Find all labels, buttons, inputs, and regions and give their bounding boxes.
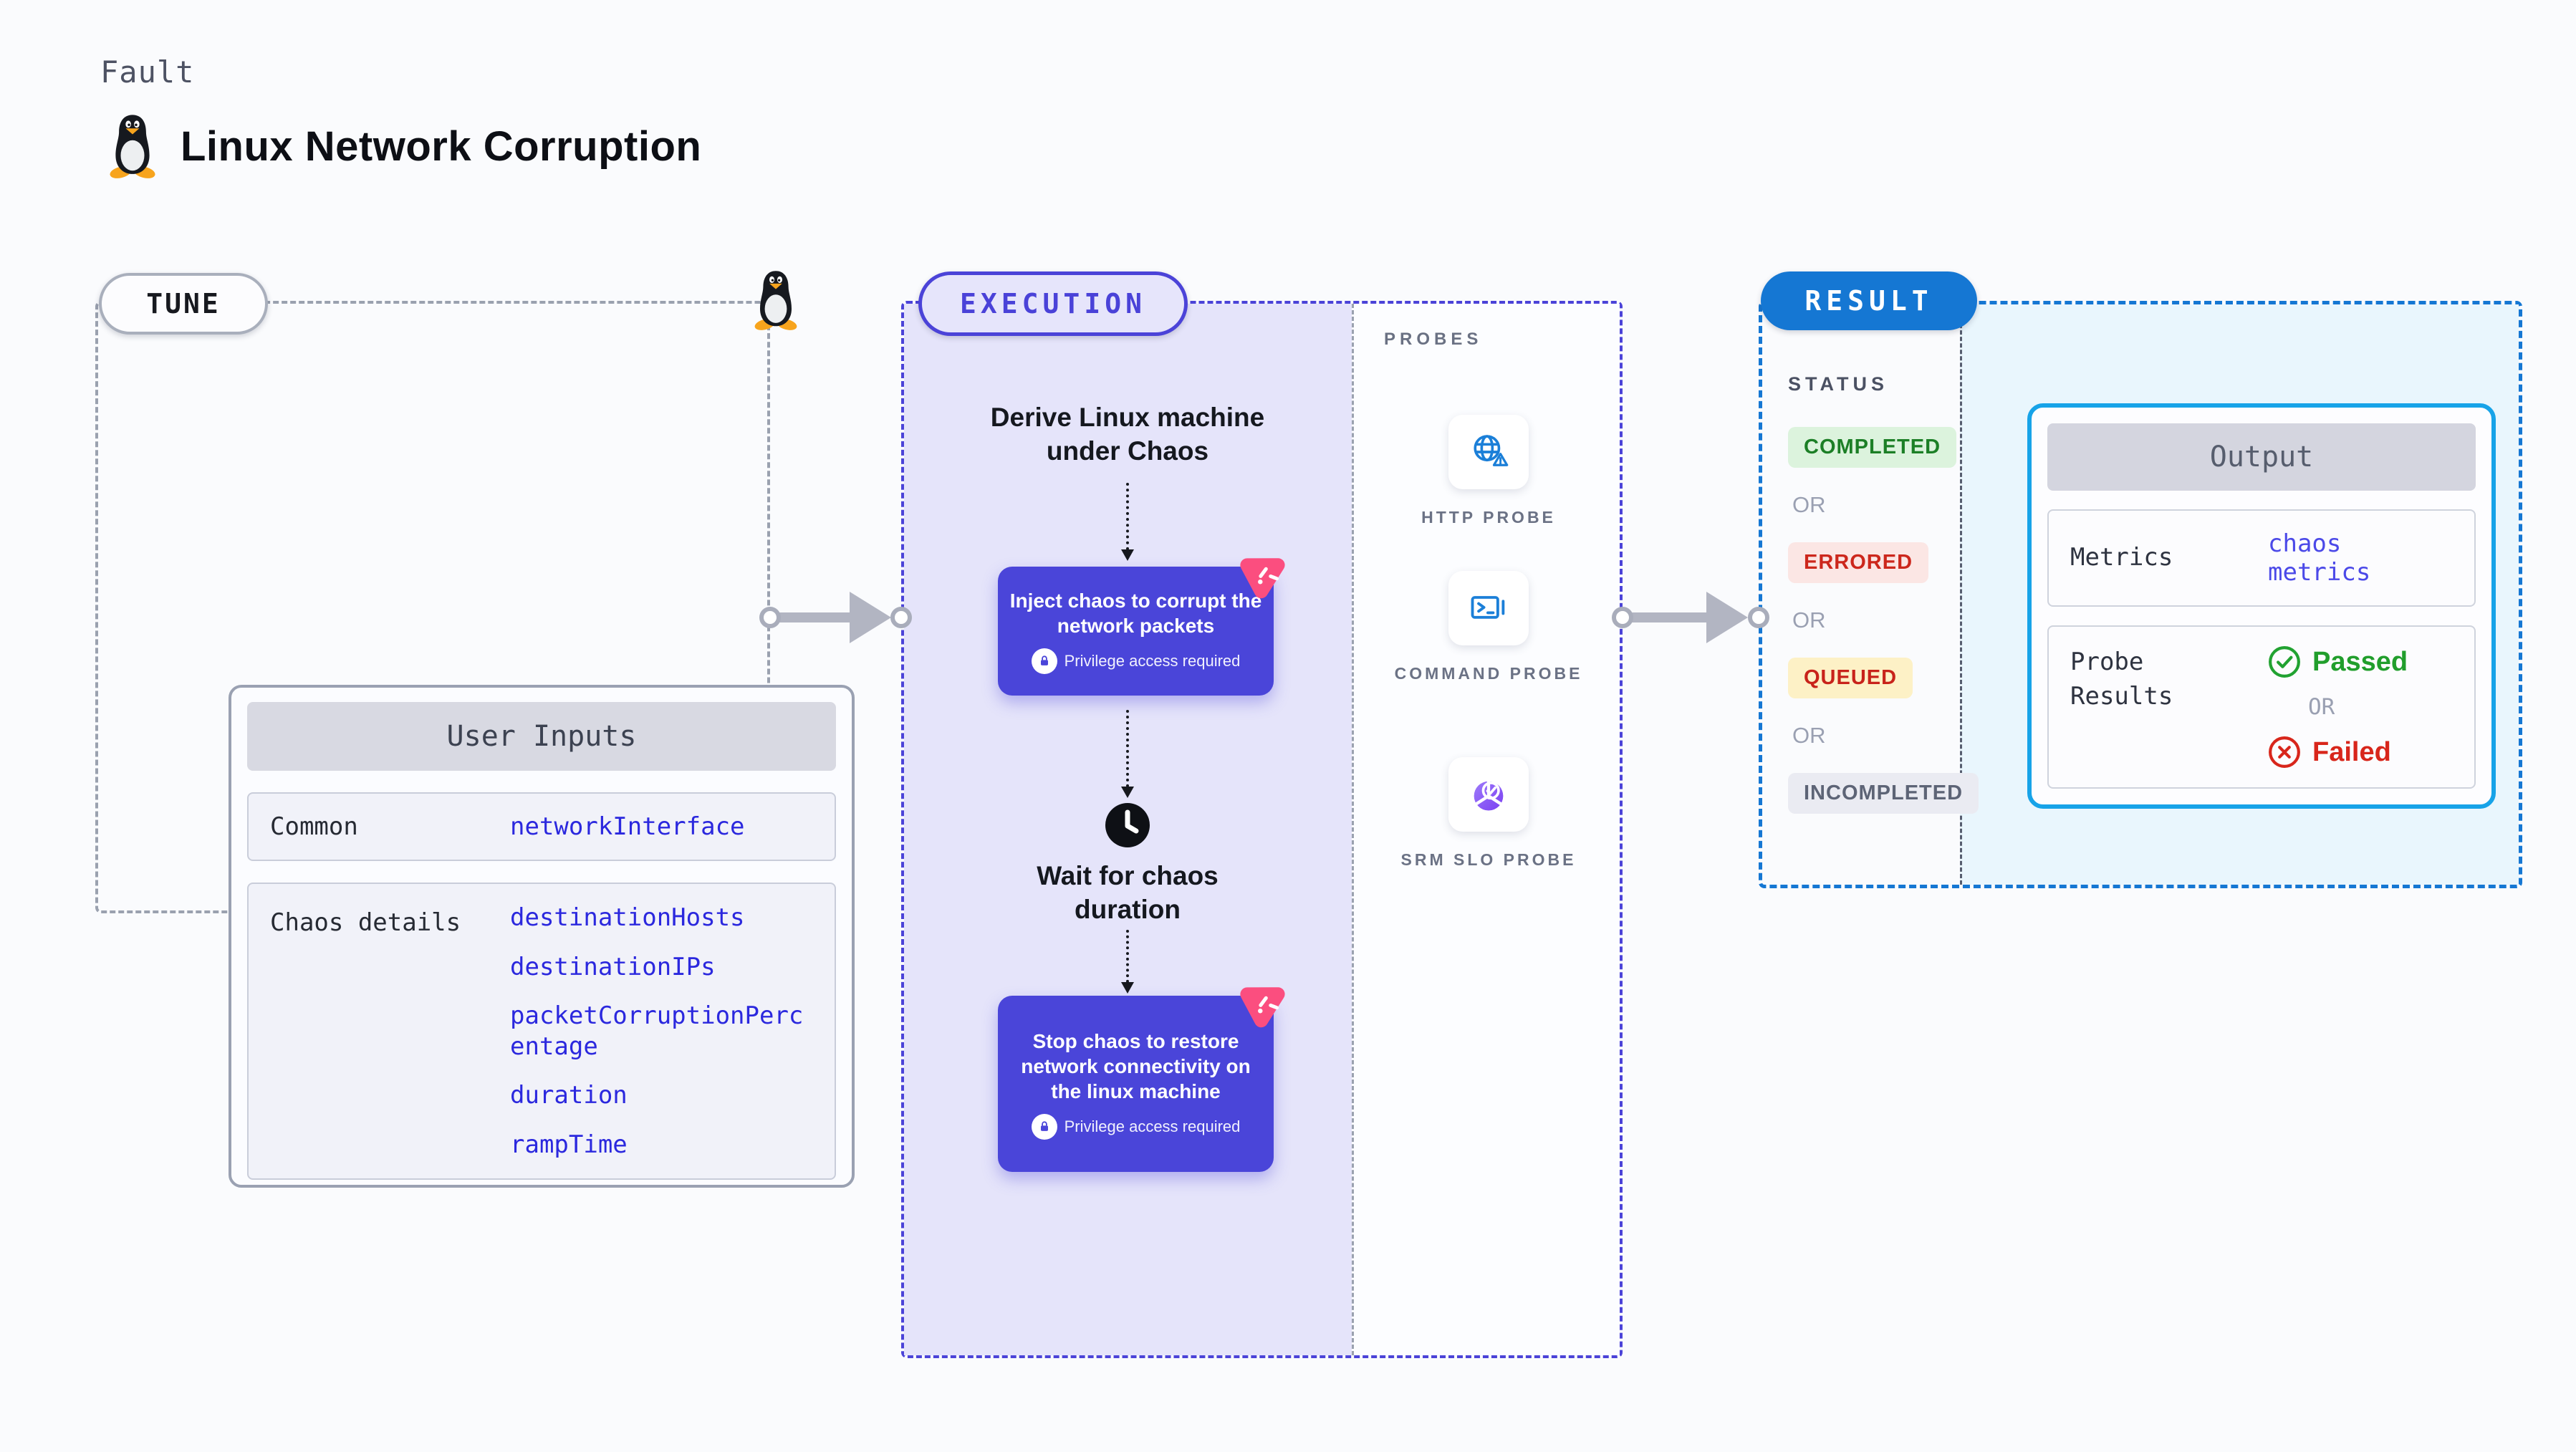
or-text: OR xyxy=(1792,492,1826,517)
page-title: Linux Network Corruption xyxy=(181,122,702,170)
flow-arrow-icon xyxy=(1121,930,1134,994)
probe-name: HTTP PROBE xyxy=(1421,508,1556,527)
x-circle-icon xyxy=(2269,736,2300,768)
status-column: STATUS COMPLETED OR ERRORED OR QUEUED OR… xyxy=(1762,304,1979,838)
status-label: STATUS xyxy=(1788,373,1888,395)
arrow-tune-to-execution xyxy=(772,612,850,622)
chaos-value: destinationHosts xyxy=(510,903,745,932)
connector-node xyxy=(890,607,912,628)
title-row: Linux Network Corruption xyxy=(106,113,701,179)
chaos-value: packetCorruptionPercentage xyxy=(510,1001,804,1061)
command-probe-card xyxy=(1448,571,1529,645)
status-badge-incompleted: INCOMPLETED xyxy=(1788,773,1979,814)
privilege-text: Privilege access required xyxy=(1064,1117,1241,1135)
flow-arrow-icon xyxy=(1121,710,1134,798)
chaos-details-row: Chaos details destinationHosts destinati… xyxy=(247,883,836,1180)
or-text: OR xyxy=(2308,694,2335,720)
derive-step-text: Derive Linux machine under Chaos xyxy=(990,403,1265,466)
slo-pie-check-icon xyxy=(1474,780,1504,811)
connector-node xyxy=(1612,607,1633,628)
globe-alert-icon xyxy=(1474,435,1509,466)
or-text: OR xyxy=(1792,723,1826,748)
tune-section: User Inputs Common networkInterface Chao… xyxy=(95,301,855,1188)
fault-kicker: Fault xyxy=(100,54,195,90)
execution-pill: EXECUTION xyxy=(918,271,1188,336)
user-inputs-card: User Inputs Common networkInterface Chao… xyxy=(229,685,855,1188)
connector-node xyxy=(759,607,781,628)
clock-icon xyxy=(1105,803,1150,847)
chaos-value: rampTime xyxy=(510,1130,628,1159)
status-badge-errored: ERRORED xyxy=(1788,542,1929,583)
common-row: Common networkInterface xyxy=(247,792,836,861)
privilege-row: Privilege access required xyxy=(1031,648,1241,674)
privilege-row: Privilege access required xyxy=(1031,1113,1241,1140)
inject-chaos-step: Inject chaos to corrupt the network pack… xyxy=(998,567,1274,696)
probe-name: COMMAND PROBE xyxy=(1394,664,1583,683)
result-section: STATUS COMPLETED OR ERRORED OR QUEUED OR… xyxy=(1759,301,2522,888)
chaos-details-values: destinationHosts destinationIPs packetCo… xyxy=(510,903,813,1160)
tune-pill: TUNE xyxy=(99,273,268,335)
privilege-text: Privilege access required xyxy=(1064,652,1241,670)
check-circle-icon xyxy=(2269,646,2300,678)
arrow-head-icon xyxy=(850,592,891,643)
lock-icon xyxy=(1031,1113,1057,1140)
flow-arrow-icon xyxy=(1121,483,1134,561)
status-badge-queued: QUEUED xyxy=(1788,658,1913,698)
probe-name: SRM SLO PROBE xyxy=(1400,850,1577,869)
chaos-fault-badge-icon xyxy=(1240,987,1285,1028)
metrics-row: Metrics chaos metrics xyxy=(2047,509,2476,607)
result-pill: RESULT xyxy=(1761,271,1977,330)
passed-text: Passed xyxy=(2312,646,2408,677)
metrics-label: Metrics xyxy=(2070,543,2173,572)
stop-chaos-text: Stop chaos to restore network connectivi… xyxy=(1021,1029,1251,1102)
output-card: Output Metrics chaos metrics Probe Resul… xyxy=(2027,403,2496,809)
probe-results-row: Probe Results Passed OR xyxy=(2047,625,2476,789)
connector-node xyxy=(1748,607,1769,628)
metrics-value: chaos metrics xyxy=(2268,529,2371,587)
lock-icon xyxy=(1031,648,1057,674)
chaos-value: destinationIPs xyxy=(510,952,716,981)
inject-chaos-text: Inject chaos to corrupt the network pack… xyxy=(1009,590,1262,637)
common-label: Common xyxy=(270,812,358,841)
probe-item-srm-slo: SRM SLO PROBE xyxy=(1381,757,1596,872)
tux-penguin-icon xyxy=(110,115,155,178)
passed-line: Passed xyxy=(2268,645,2408,678)
tux-penguin-icon-small xyxy=(754,271,797,330)
execution-probes-divider xyxy=(1352,304,1354,1355)
probes-label: PROBES xyxy=(1384,330,1483,349)
terminal-icon xyxy=(1471,596,1505,619)
status-badge-completed: COMPLETED xyxy=(1788,427,1957,468)
chaos-fault-badge-icon xyxy=(1240,558,1285,599)
stop-chaos-step: Stop chaos to restore network connectivi… xyxy=(998,996,1274,1172)
arrow-execution-to-result xyxy=(1625,612,1706,622)
failed-text: Failed xyxy=(2312,736,2391,767)
or-text: OR xyxy=(1792,607,1826,633)
failed-line: Failed xyxy=(2268,736,2408,769)
probe-results-label: Probe Results xyxy=(2070,648,2173,711)
execution-section: Derive Linux machine under Chaos Inject … xyxy=(901,301,1623,1358)
chaos-value: duration xyxy=(510,1081,628,1110)
probe-item-command: COMMAND PROBE xyxy=(1381,571,1596,686)
probe-item-http: HTTP PROBE xyxy=(1381,415,1596,530)
arrow-head-icon xyxy=(1706,592,1748,643)
probe-results-values: Passed OR Failed xyxy=(2268,645,2408,769)
http-probe-card xyxy=(1448,415,1529,489)
status-output-divider xyxy=(1960,304,1962,885)
output-header: Output xyxy=(2047,423,2476,491)
user-inputs-header: User Inputs xyxy=(247,702,836,771)
srm-slo-probe-card xyxy=(1448,757,1529,832)
common-value: networkInterface xyxy=(510,812,745,841)
wait-step-text: Wait for chaos duration xyxy=(1037,861,1219,925)
chaos-details-label: Chaos details xyxy=(270,908,461,937)
